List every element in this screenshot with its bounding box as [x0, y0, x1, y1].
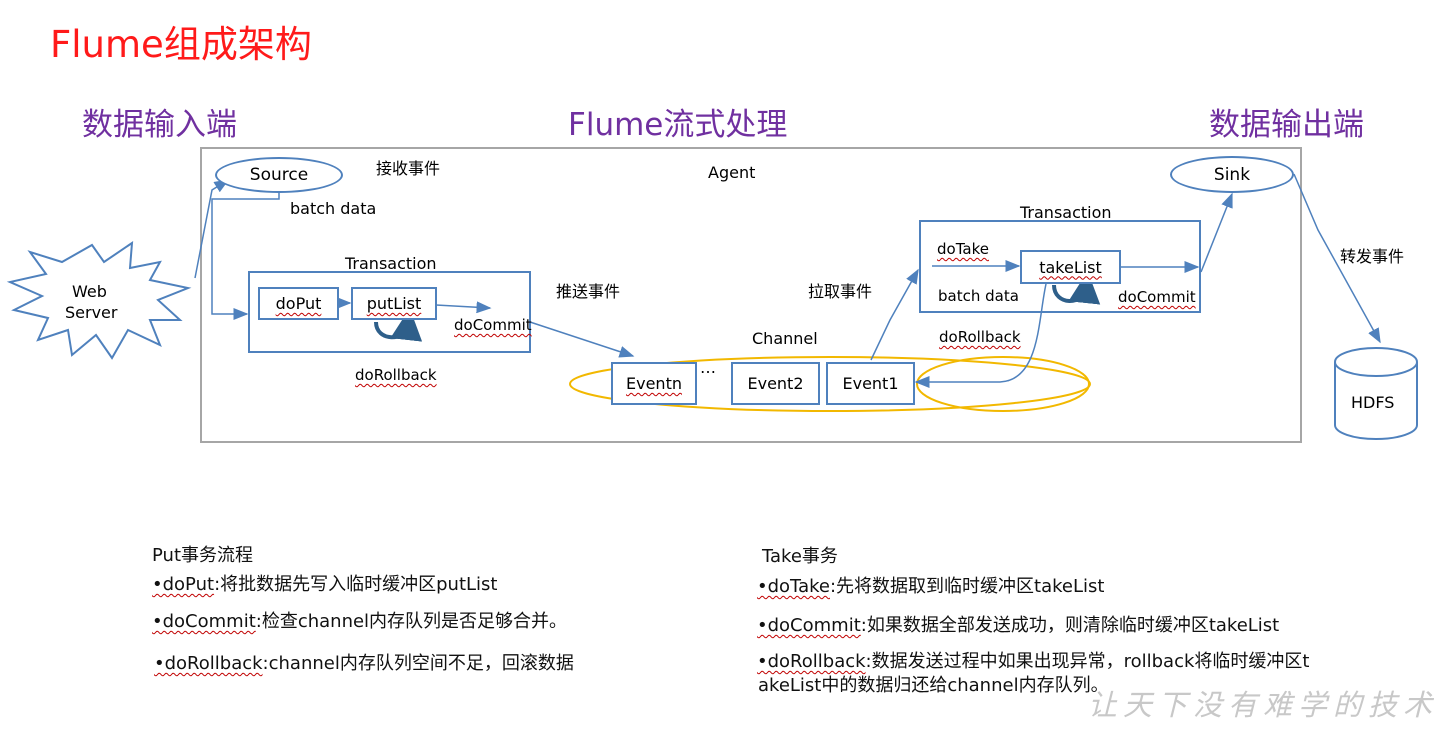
event-2-node: Event2	[731, 362, 820, 405]
take-note-2: •doCommit:如果数据全部发送成功，则清除临时缓冲区takeList	[757, 615, 1280, 636]
put-note-3: •doRollback:channel内存队列空间不足，回滚数据	[154, 653, 574, 674]
take-docommit-label: doCommit	[1118, 288, 1196, 306]
heading-output: 数据输出端	[1209, 107, 1364, 143]
sink-node: Sink	[1170, 156, 1294, 193]
agent-frame	[200, 147, 1302, 443]
take-notes-header: Take事务	[762, 546, 838, 567]
put-transaction-label: Transaction	[345, 254, 437, 273]
watermark: 让天下没有难学的技术	[1088, 688, 1434, 722]
put-transaction-box	[248, 271, 531, 353]
web-server-label-2: Server	[65, 303, 118, 322]
hdfs-label: HDFS	[1351, 393, 1395, 412]
take-note-3-continued: akeList中的数据归还给channel内存队列。	[758, 675, 1109, 696]
web-server-label-1: Web	[72, 282, 107, 301]
take-transaction-box	[919, 220, 1201, 313]
web-server-starburst	[6, 241, 192, 360]
put-docommit-label: doCommit	[454, 316, 532, 334]
takelist-node: takeList	[1020, 250, 1121, 284]
forward-event-label: 转发事件	[1340, 247, 1405, 266]
take-transaction-label: Transaction	[1020, 203, 1112, 222]
channel-ellipsis: …	[700, 358, 716, 377]
putlist-node: putList	[351, 287, 437, 320]
batch-data-label: batch data	[290, 199, 377, 218]
event-n-node: Eventn	[611, 362, 697, 405]
push-event-label: 推送事件	[556, 282, 621, 301]
put-note-1: •doPut:将批数据先写入临时缓冲区putList	[152, 574, 498, 595]
event-1-node: Event1	[826, 362, 915, 405]
take-note-1: •doTake:先将数据取到临时缓冲区takeList	[757, 576, 1105, 597]
hdfs-cylinder	[1334, 347, 1418, 440]
pull-event-label: 拉取事件	[808, 282, 873, 301]
source-node: Source	[215, 157, 343, 193]
take-batch-data-label: batch data	[938, 287, 1019, 305]
dotake-label: doTake	[937, 240, 989, 258]
heading-input: 数据输入端	[82, 107, 237, 143]
put-notes-header: Put事务流程	[152, 545, 254, 566]
take-dorollback-label: doRollback	[939, 328, 1021, 346]
take-note-3: •doRollback:数据发送过程中如果出现异常，rollback将临时缓冲区…	[757, 651, 1310, 672]
put-note-2: •doCommit:检查channel内存队列是否足够合并。	[152, 611, 568, 632]
agent-label: Agent	[708, 163, 756, 182]
heading-process: Flume流式处理	[568, 107, 788, 143]
page-title: Flume组成架构	[50, 23, 312, 66]
put-dorollback-label: doRollback	[355, 366, 437, 384]
channel-label: Channel	[752, 329, 818, 348]
doput-node: doPut	[258, 287, 339, 320]
receive-event-label: 接收事件	[376, 159, 441, 178]
